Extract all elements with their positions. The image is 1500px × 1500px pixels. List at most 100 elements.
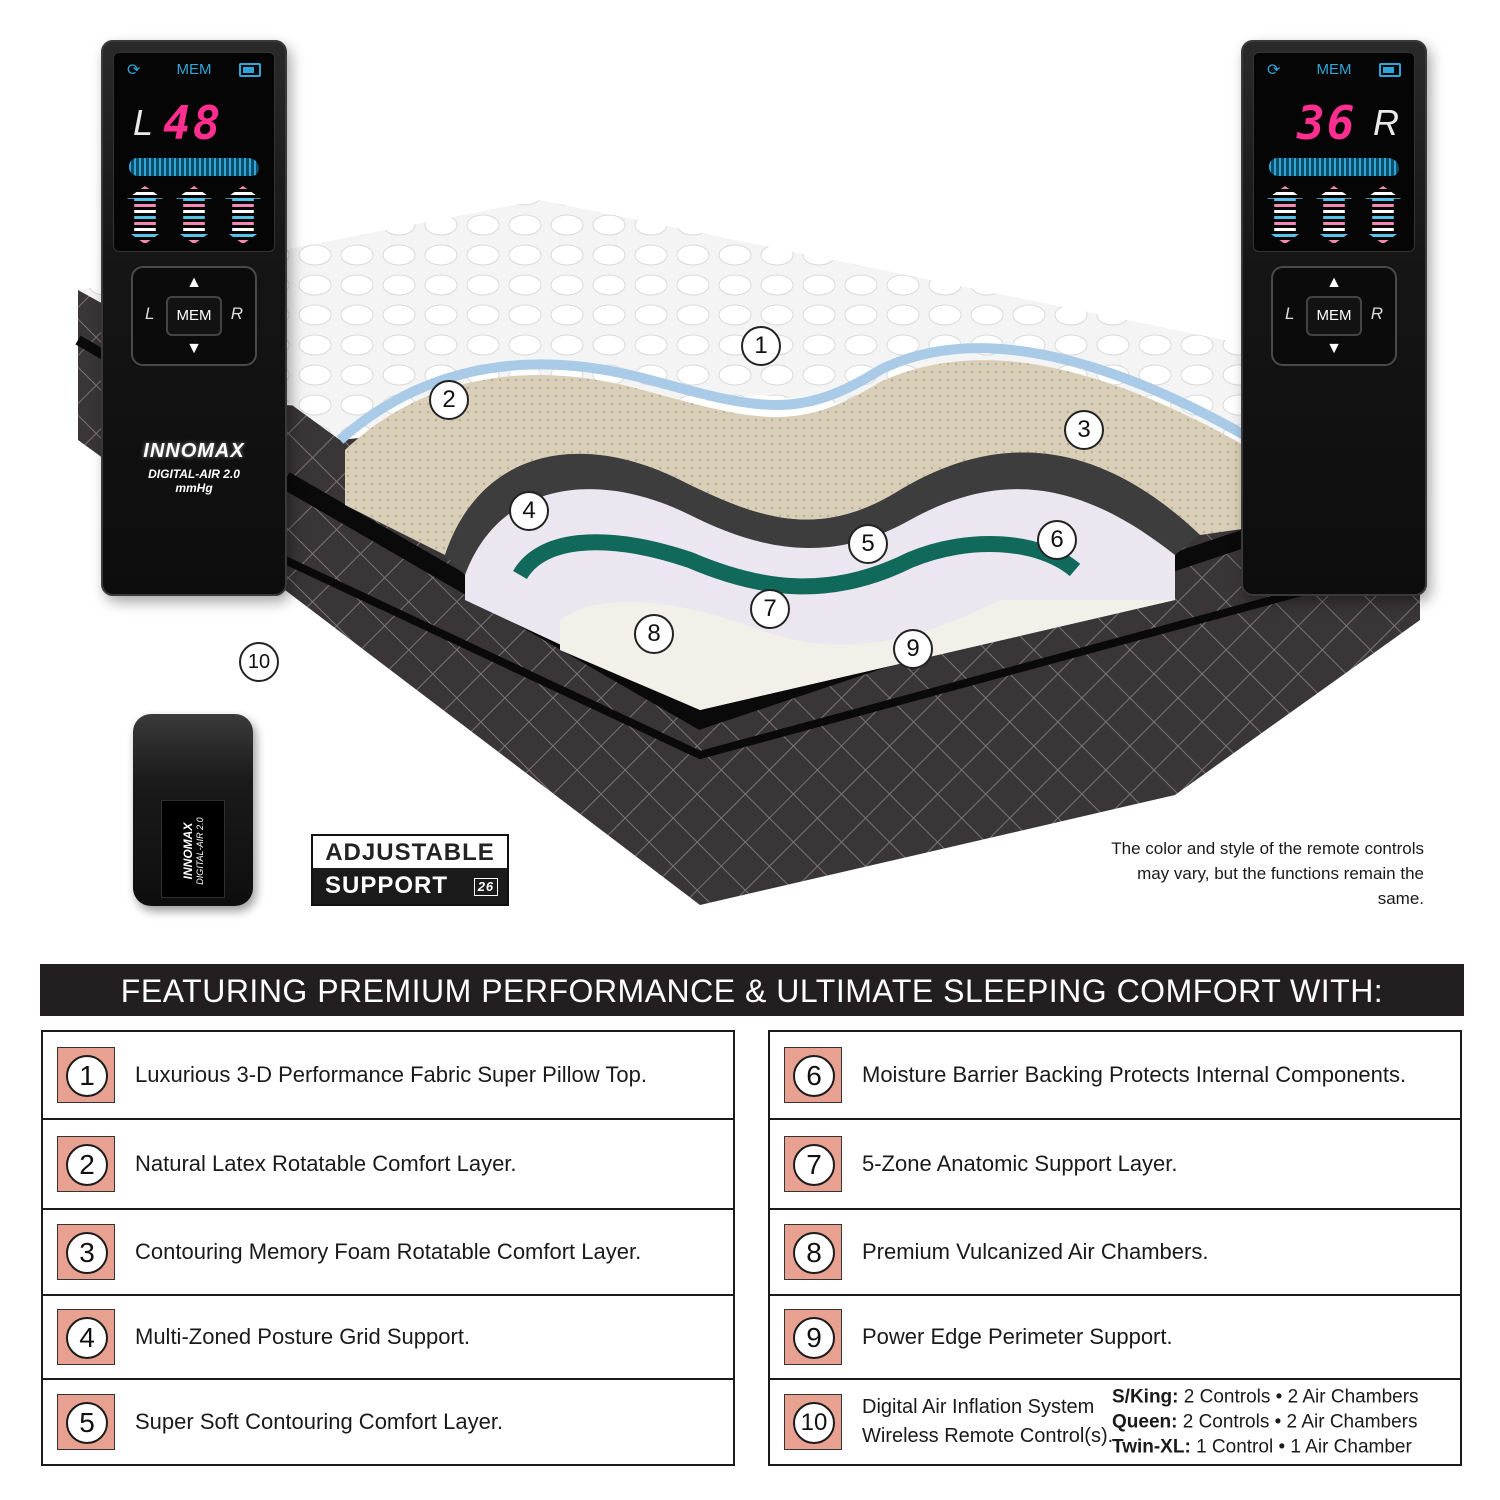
left-button[interactable]: L bbox=[145, 304, 155, 323]
down-arrow-icon[interactable]: ▼ bbox=[1326, 340, 1342, 357]
brand-block: INNOMAX DIGITAL-AIR 2.0 mmHg bbox=[101, 440, 287, 495]
body-figure-icon bbox=[129, 158, 259, 176]
feature-row: 10 Digital Air Inflation System Wireless… bbox=[770, 1380, 1460, 1464]
sync-icon: ⟳ bbox=[127, 62, 141, 79]
mem-label: MEM bbox=[1316, 61, 1352, 78]
callout-1: 1 bbox=[741, 326, 781, 366]
right-button[interactable]: R bbox=[1370, 304, 1383, 323]
brand-logo: INNOMAX bbox=[143, 440, 245, 462]
side-indicator: R bbox=[1373, 102, 1399, 143]
badge-code: 26 bbox=[473, 877, 499, 896]
feature-number-box: 10 bbox=[784, 1394, 842, 1450]
features-banner: FEATURING PREMIUM PERFORMANCE & ULTIMATE… bbox=[40, 964, 1464, 1016]
feature-row: 4 Multi-Zoned Posture Grid Support. bbox=[43, 1296, 733, 1380]
size-label: Queen: bbox=[1112, 1411, 1178, 1433]
callout-10: 10 bbox=[239, 642, 279, 682]
zone-arrow-icon bbox=[1267, 186, 1303, 244]
status-bar: ⟳ MEM bbox=[113, 58, 275, 80]
callout-9: 9 bbox=[893, 629, 933, 669]
feature-number: 2 bbox=[66, 1144, 108, 1186]
features-list-right: 6 Moisture Barrier Backing Protects Inte… bbox=[768, 1030, 1462, 1466]
wireless-remote-model: DIGITAL-AIR 2.0 bbox=[195, 817, 205, 885]
feature-row: 8 Premium Vulcanized Air Chambers. bbox=[770, 1210, 1460, 1296]
size-row: S/King: 2 Controls • 2 Air Chambers bbox=[1112, 1385, 1419, 1410]
pressure-reading: 36 bbox=[1297, 96, 1357, 150]
left-button[interactable]: L bbox=[1285, 304, 1295, 323]
feature-row: 2 Natural Latex Rotatable Comfort Layer. bbox=[43, 1120, 733, 1210]
feature-number-box: 2 bbox=[57, 1136, 115, 1192]
feature-text: Luxurious 3-D Performance Fabric Super P… bbox=[135, 1062, 647, 1087]
remote-dpad: ▲ L MEM R ▼ bbox=[131, 266, 257, 366]
anatomic-support-layer bbox=[513, 534, 1081, 595]
remote-control-left: ⟳ MEM L 48 ▲ L MEM R ▼ INNOMAX DIGITAL-A… bbox=[101, 40, 287, 596]
mattress-cutaway-illustration bbox=[75, 200, 1423, 905]
feature-number-box: 1 bbox=[57, 1047, 115, 1103]
feature-10-line2: Wireless Remote Control(s). bbox=[862, 1425, 1114, 1447]
feature-text: Contouring Memory Foam Rotatable Comfort… bbox=[135, 1239, 642, 1264]
feature-row: 7 5-Zone Anatomic Support Layer. bbox=[770, 1120, 1460, 1210]
disclaimer-note: The color and style of the remote contro… bbox=[1111, 839, 1424, 908]
feature-text: Natural Latex Rotatable Comfort Layer. bbox=[135, 1151, 517, 1176]
air-chambers bbox=[560, 600, 1175, 710]
feature-10-line1: Digital Air Inflation System bbox=[862, 1396, 1095, 1418]
badge-line1: ADJUSTABLE bbox=[325, 839, 495, 866]
battery-icon bbox=[239, 63, 261, 77]
remote-display: ⟳ MEM 36 R bbox=[1253, 52, 1415, 252]
brand-unit: mmHg bbox=[175, 481, 213, 495]
feature-row: 5 Super Soft Contouring Comfort Layer. bbox=[43, 1380, 733, 1464]
feature-number-box: 3 bbox=[57, 1224, 115, 1280]
feature-number-box: 7 bbox=[784, 1136, 842, 1192]
sync-icon: ⟳ bbox=[1267, 62, 1281, 79]
zone-arrow-icon bbox=[1316, 186, 1352, 244]
feature-number: 8 bbox=[793, 1232, 835, 1274]
features-list-left: 1 Luxurious 3-D Performance Fabric Super… bbox=[41, 1030, 735, 1466]
remote-control-right: ⟳ MEM 36 R ▲ L MEM R ▼ bbox=[1241, 40, 1427, 596]
up-arrow-icon[interactable]: ▲ bbox=[186, 274, 202, 291]
brand-model: DIGITAL-AIR 2.0 bbox=[148, 467, 240, 481]
feature-number-box: 8 bbox=[784, 1224, 842, 1280]
zone-arrow-icon bbox=[225, 186, 261, 244]
wireless-remote-brand: INNOMAX bbox=[181, 822, 195, 880]
feature-row: 9 Power Edge Perimeter Support. bbox=[770, 1296, 1460, 1380]
mem-button[interactable]: MEM bbox=[1306, 296, 1362, 336]
feature-number-box: 5 bbox=[57, 1394, 115, 1450]
up-arrow-icon[interactable]: ▲ bbox=[1326, 274, 1342, 291]
size-label: S/King: bbox=[1112, 1386, 1179, 1408]
feature-number: 7 bbox=[793, 1144, 835, 1186]
feature-number: 10 bbox=[793, 1402, 835, 1444]
size-detail: 2 Controls • 2 Air Chambers bbox=[1182, 1411, 1418, 1433]
feature-10-description: Digital Air Inflation System Wireless Re… bbox=[862, 1393, 1113, 1451]
feature-10-sizes: S/King: 2 Controls • 2 Air Chambers Quee… bbox=[1112, 1385, 1419, 1460]
callout-4: 4 bbox=[509, 491, 549, 531]
callout-5: 5 bbox=[848, 524, 888, 564]
feature-number: 1 bbox=[66, 1055, 108, 1097]
body-figure-icon bbox=[1269, 158, 1399, 176]
latex-layer bbox=[345, 360, 1270, 555]
zone-arrows bbox=[127, 186, 261, 246]
down-arrow-icon[interactable]: ▼ bbox=[186, 340, 202, 357]
wireless-remote: INNOMAX DIGITAL-AIR 2.0 bbox=[133, 714, 253, 906]
size-label: Twin-XL: bbox=[1112, 1436, 1191, 1458]
size-detail: 1 Control • 1 Air Chamber bbox=[1196, 1436, 1412, 1458]
status-bar: ⟳ MEM bbox=[1253, 58, 1415, 80]
feature-text: Power Edge Perimeter Support. bbox=[862, 1324, 1173, 1349]
side-indicator: L bbox=[133, 102, 154, 143]
badge-line2-row: SUPPORT 26 bbox=[313, 868, 507, 904]
remote-dpad: ▲ L MEM R ▼ bbox=[1271, 266, 1397, 366]
wireless-remote-label: INNOMAX DIGITAL-AIR 2.0 bbox=[161, 800, 225, 898]
size-detail: 2 Controls • 2 Air Chambers bbox=[1183, 1386, 1419, 1408]
callout-8: 8 bbox=[634, 614, 674, 654]
callout-7: 7 bbox=[750, 589, 790, 629]
feature-row: 6 Moisture Barrier Backing Protects Inte… bbox=[770, 1032, 1460, 1120]
feature-row: 3 Contouring Memory Foam Rotatable Comfo… bbox=[43, 1210, 733, 1296]
feature-text: Multi-Zoned Posture Grid Support. bbox=[135, 1324, 471, 1349]
mem-button[interactable]: MEM bbox=[166, 296, 222, 336]
callout-3: 3 bbox=[1064, 410, 1104, 450]
size-row: Twin-XL: 1 Control • 1 Air Chamber bbox=[1112, 1435, 1419, 1460]
zone-arrows bbox=[1267, 186, 1401, 246]
wireless-remote-text: INNOMAX DIGITAL-AIR 2.0 bbox=[181, 798, 205, 904]
right-button[interactable]: R bbox=[230, 304, 243, 323]
remote-display: ⟳ MEM L 48 bbox=[113, 52, 275, 252]
feature-row: 1 Luxurious 3-D Performance Fabric Super… bbox=[43, 1032, 733, 1120]
feature-number: 5 bbox=[66, 1402, 108, 1444]
